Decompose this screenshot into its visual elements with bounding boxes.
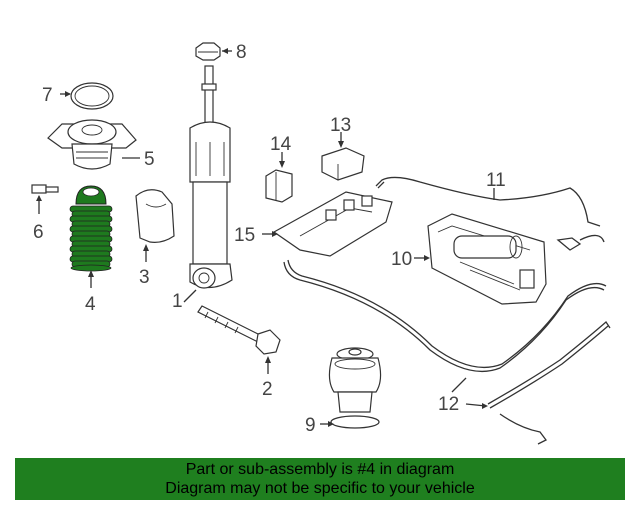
part-1-shock-absorber[interactable] bbox=[189, 65, 233, 289]
part-2-bolt[interactable] bbox=[197, 305, 281, 355]
info-banner: Part or sub-assembly is #4 in diagram Di… bbox=[15, 458, 625, 500]
part-8-cap[interactable] bbox=[195, 42, 221, 61]
callout-9[interactable]: 9 bbox=[305, 415, 316, 436]
part-7-ring[interactable] bbox=[70, 82, 114, 110]
leader-1 bbox=[183, 289, 197, 303]
arrow-13 bbox=[338, 141, 344, 148]
banner-line-2: Diagram may not be specific to your vehi… bbox=[165, 480, 475, 497]
arrow-15 bbox=[272, 231, 278, 237]
banner-line-1: Part or sub-assembly is #4 in diagram bbox=[185, 461, 455, 478]
callout-6[interactable]: 6 bbox=[33, 222, 44, 243]
callout-5[interactable]: 5 bbox=[144, 149, 155, 170]
parts-diagram: 8 7 5 6 4 3 bbox=[31, 42, 611, 445]
part-6-bolt[interactable] bbox=[31, 184, 59, 194]
callout-15[interactable]: 15 bbox=[234, 225, 255, 246]
part-15-bracket[interactable] bbox=[272, 191, 393, 257]
part-9-air-spring[interactable] bbox=[328, 347, 382, 429]
part-11-air-line[interactable] bbox=[375, 176, 605, 251]
callout-8[interactable]: 8 bbox=[236, 42, 247, 63]
callout-14[interactable]: 14 bbox=[270, 134, 292, 155]
part-13-sensor[interactable] bbox=[321, 147, 365, 181]
callout-3[interactable]: 3 bbox=[139, 267, 150, 288]
part-12-air-lines[interactable] bbox=[283, 259, 611, 445]
callout-12[interactable]: 12 bbox=[438, 394, 459, 415]
callout-7[interactable]: 7 bbox=[42, 85, 53, 106]
part-3-protection-cap[interactable] bbox=[135, 189, 175, 243]
callout-4[interactable]: 4 bbox=[85, 294, 96, 315]
callout-13[interactable]: 13 bbox=[330, 115, 351, 136]
callout-2[interactable]: 2 bbox=[262, 379, 273, 400]
leader-12a bbox=[451, 377, 467, 393]
arrow-12 bbox=[482, 403, 488, 409]
callout-1[interactable]: 1 bbox=[172, 291, 183, 312]
arrow-2 bbox=[265, 356, 271, 363]
part-5-top-mount[interactable] bbox=[47, 119, 137, 170]
part-4-dust-boot[interactable] bbox=[69, 185, 113, 272]
arrow-4 bbox=[88, 270, 94, 277]
callout-11[interactable]: 11 bbox=[486, 170, 506, 191]
part-14-relay[interactable] bbox=[265, 169, 293, 203]
arrow-6 bbox=[36, 195, 42, 201]
arrow-9 bbox=[328, 421, 334, 427]
arrow-10 bbox=[424, 255, 430, 261]
arrow-3 bbox=[143, 244, 149, 251]
callout-10[interactable]: 10 bbox=[391, 249, 412, 270]
arrow-14 bbox=[279, 161, 285, 168]
arrow-8 bbox=[222, 48, 228, 54]
part-10-compressor[interactable] bbox=[427, 213, 547, 305]
arrow-7 bbox=[65, 91, 71, 97]
